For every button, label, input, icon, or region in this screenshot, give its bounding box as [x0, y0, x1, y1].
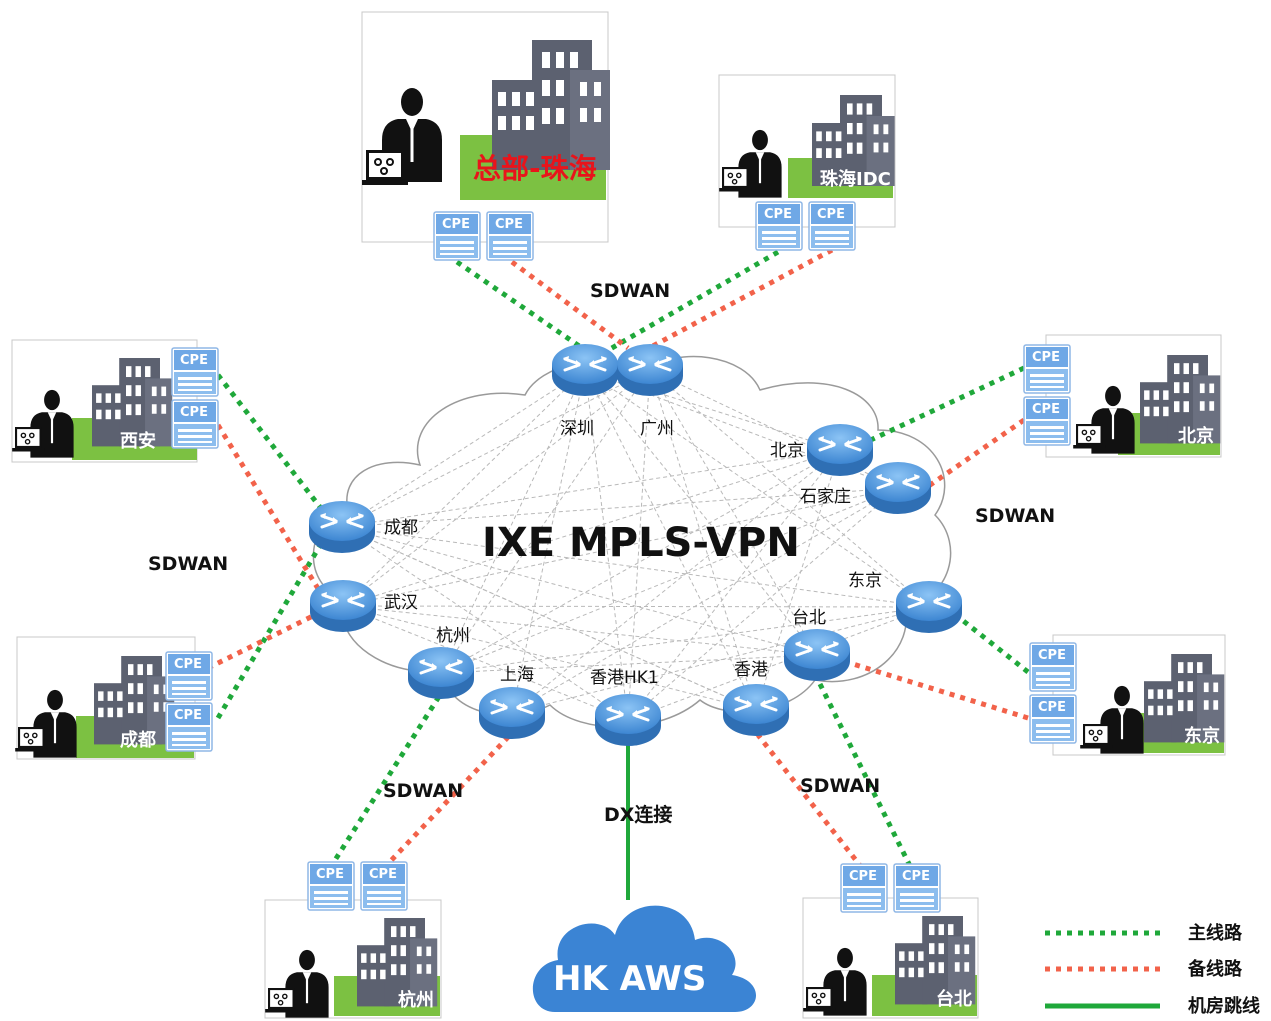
site-taipei: 台北 CPE CPE	[802, 863, 979, 1019]
cpe-label: CPE	[442, 217, 470, 232]
laptop-icon	[11, 426, 46, 453]
sdwan-label-top: SDWAN	[590, 280, 670, 302]
sdwan-label-bottom-left: SDWAN	[383, 780, 463, 802]
cpe-label: CPE	[764, 207, 792, 222]
laptop-icon	[718, 166, 753, 193]
label-tokyo-node: 东京	[848, 571, 882, 591]
backup-lines	[206, 247, 1029, 870]
site-hangzhou: 杭州 CPE CPE	[264, 861, 442, 1019]
site-label-tokyo: 东京	[1184, 725, 1220, 747]
laptop-icon	[264, 987, 299, 1014]
router-chengdu	[307, 499, 377, 555]
router-beijing	[805, 422, 875, 478]
label-hangzhou-node: 杭州	[436, 626, 470, 646]
legend-primary-label: 主线路	[1188, 922, 1243, 944]
laptop-icon	[802, 986, 837, 1013]
router-hongkong	[721, 682, 791, 738]
cpe-label: CPE	[316, 867, 344, 882]
label-shenzhen: 深圳	[560, 419, 594, 439]
label-shanghai: 上海	[500, 665, 534, 685]
laptop-icon	[361, 149, 409, 186]
router-guangzhou	[615, 342, 685, 398]
hk-aws-cloud: HK AWS	[532, 905, 756, 1012]
laptop-icon	[1079, 723, 1114, 750]
cpe-label: CPE	[174, 708, 202, 723]
legend-backup-label: 备线路	[1187, 958, 1243, 980]
sdwan-label-bottom-right: SDWAN	[800, 775, 880, 797]
router-shijiazhuang	[863, 460, 933, 516]
label-shijiazhuang: 石家庄	[800, 487, 851, 507]
site-label-chengdu: 成都	[120, 729, 156, 751]
sdwan-label-right: SDWAN	[975, 505, 1055, 527]
primary-lines	[215, 249, 1030, 870]
cpe-label: CPE	[180, 353, 208, 368]
cpe-label: CPE	[1038, 648, 1066, 663]
mesh-lines	[341, 369, 930, 721]
cpe-label: CPE	[902, 869, 930, 884]
label-taipei-node: 台北	[792, 608, 826, 628]
site-xian: 西安 CPE CPE	[11, 339, 219, 463]
cpe-label: CPE	[1038, 700, 1066, 715]
cpe-label: CPE	[180, 405, 208, 420]
site-label-hq: 总部-珠海	[473, 152, 597, 185]
laptop-icon	[14, 726, 49, 753]
cpe-label: CPE	[849, 869, 877, 884]
diagram-title: IXE MPLS-VPN	[482, 520, 800, 566]
router-wuhan	[308, 578, 378, 634]
label-hk1: 香港HK1	[590, 668, 659, 688]
site-beijing: 北京 CPE CPE	[1023, 334, 1222, 458]
cpe-label: CPE	[817, 207, 845, 222]
label-wuhan: 武汉	[384, 593, 418, 613]
cpe-label: CPE	[495, 217, 523, 232]
label-guangzhou: 广州	[640, 419, 674, 439]
router-hk1	[593, 692, 663, 748]
site-label-hangzhou: 杭州	[398, 989, 434, 1011]
cpe-label: CPE	[1032, 402, 1060, 417]
label-hongkong: 香港	[734, 660, 768, 680]
site-chengdu: 成都 CPE CPE	[14, 636, 213, 760]
router-hangzhou	[406, 645, 476, 701]
site-label-xian: 西安	[120, 430, 156, 452]
router-shenzhen	[550, 342, 620, 398]
label-chengdu-node: 成都	[384, 518, 418, 538]
laptop-icon	[1072, 423, 1107, 450]
router-taipei	[782, 627, 852, 683]
aws-label: HK AWS	[553, 959, 706, 999]
router-tokyo	[894, 579, 964, 635]
dx-label: DX连接	[604, 803, 672, 826]
site-label-beijing: 北京	[1178, 425, 1214, 447]
cpe-label: CPE	[369, 867, 397, 882]
legend: 主线路 备线路 机房跳线	[1045, 922, 1260, 1017]
site-hq-zhuhai: 总部-珠海 CPE CPE	[361, 11, 610, 261]
legend-datacenter-label: 机房跳线	[1188, 995, 1260, 1017]
site-zhuhai-idc: 珠海IDC CPE CPE	[718, 74, 896, 251]
site-tokyo: 东京 CPE CPE	[1029, 634, 1226, 756]
router-shanghai	[477, 685, 547, 741]
site-label-taipei: 台北	[936, 988, 972, 1010]
sdwan-label-left: SDWAN	[148, 553, 228, 575]
cpe-label: CPE	[174, 657, 202, 672]
label-beijing-node: 北京	[770, 441, 804, 461]
cpe-label: CPE	[1032, 350, 1060, 365]
site-label-zhuhai-idc: 珠海IDC	[820, 168, 891, 190]
